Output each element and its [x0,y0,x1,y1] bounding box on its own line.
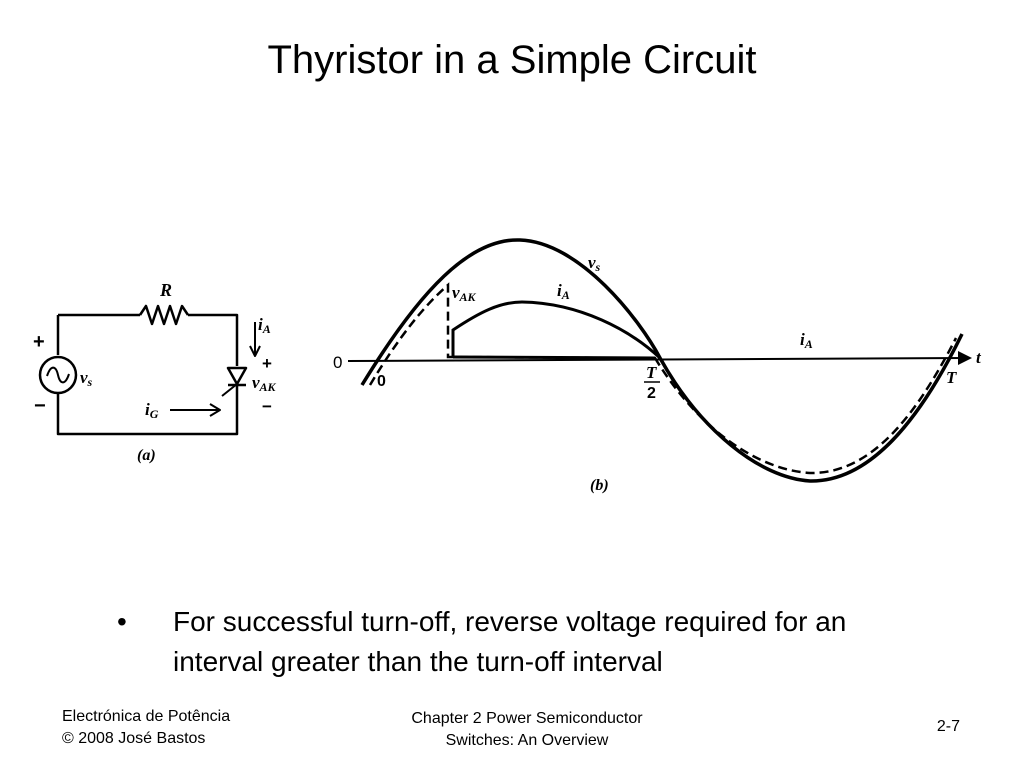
footer-copyright: © 2008 José Bastos [62,730,206,747]
footer-course: Electrónica de Potência [62,708,231,725]
ig-label-circuit: iG [145,400,159,421]
ia-label-wave-axis: iA [800,330,813,351]
half-period-num: T [646,363,657,382]
vak-label-circuit: vAK [252,373,277,394]
bullet-marker: • [117,606,127,637]
time-axis-arrowhead [958,351,972,365]
slide-title: Thyristor in a Simple Circuit [267,38,757,82]
ia-arrow [249,322,261,357]
vs-label-circuit: vs [80,368,93,389]
resistor-label: R [159,280,172,300]
ia-label-wave-top: iA [557,281,570,302]
gate-lead [221,383,238,397]
vs-label-wave: vs [588,253,601,274]
ac-source-wave [46,366,70,384]
origin-label: 0 [377,373,386,390]
circuit-diagram [38,304,261,436]
circuit-caption: (a) [137,447,156,464]
vak-minus: − [262,397,272,416]
footer-chapter-line1: Chapter 2 Power Semiconductor [411,710,643,727]
waveform-caption: (b) [590,477,609,494]
ia-label-circuit: iA [258,315,271,336]
circuit-wire-bottom-left [56,386,239,436]
source-minus: − [34,395,46,417]
t-axis-label: t [976,348,982,367]
page-number: 2-7 [936,718,960,735]
bullet-text: For successful turn-off, reverse voltage… [173,606,847,677]
resistor-zigzag [138,304,190,326]
thyristor-symbol [226,366,248,387]
zero-axis-label: 0 [333,353,342,372]
waveform-diagram [347,238,972,483]
ia-waveform [451,300,662,360]
half-period-den: 2 [647,385,656,402]
vak-waveform [368,282,958,475]
source-plus: + [33,331,45,353]
vak-plus: + [262,354,272,373]
footer-left: Electrónica de Potência © 2008 José Bast… [62,706,292,750]
vak-label-wave: vAK [452,283,477,304]
ig-arrow [170,403,221,417]
period-label: T [946,368,957,387]
circuit-wire-top-right [188,313,239,366]
footer-center: Chapter 2 Power Semiconductor Switches: … [362,708,692,752]
ia-baseline [452,355,656,360]
footer-chapter-line2: Switches: An Overview [445,732,609,749]
